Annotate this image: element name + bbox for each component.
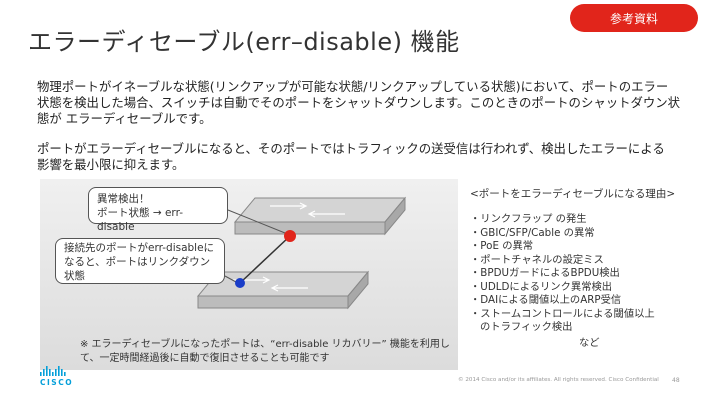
linked-port-icon <box>235 278 245 288</box>
page-title: エラーディセーブル(err–disable) 機能 <box>28 28 460 56</box>
error-port-icon <box>284 230 296 242</box>
link-line <box>239 235 291 284</box>
reason-item: ・BPDUガードによるBPDU検出 <box>470 267 620 279</box>
callout2-pointer <box>224 275 237 283</box>
recovery-note: ※ エラーディセーブルになったポートは、“err-disable リカバリー” … <box>80 338 450 366</box>
intro-line: 状態を検出した場合、スイッチは自動でそのポートをシャットダウンします。このときの… <box>37 95 681 110</box>
intro-line: 物理ポートがイネーブルな状態(リンクアップが可能な状態/リンクアップしている状態… <box>37 79 669 94</box>
reason-item: ・GBIC/SFP/Cable の異常 <box>470 226 595 239</box>
note-line: ※ エラーディセーブルになったポートは、“err-disable リカバリー” … <box>80 339 450 350</box>
reasons-etc: など <box>579 337 600 349</box>
reason-item: ・リンクフラップ の発生 <box>470 213 587 225</box>
link-down-callout: 接続先のポートがerr-disableに なると、ポートはリンクダウン 状態 <box>55 238 225 284</box>
effect-line: ポートがエラーディセーブルになると、そのポートではトラフィックの送受信は行われず… <box>37 141 665 156</box>
intro-paragraph: 物理ポートがイネーブルな状態(リンクアップが可能な状態/リンクアップしている状態… <box>37 79 687 127</box>
callout1-pointer <box>227 209 286 234</box>
page-number: 48 <box>672 377 680 384</box>
switch-top-icon <box>233 196 407 236</box>
effect-line: 影響を最小限に抑えます。 <box>37 157 185 172</box>
note-line: て、一定時間経過後に自動で復旧させることも可能です <box>80 353 330 364</box>
callout-line: 接続先のポートがerr-disableに <box>64 242 215 254</box>
reasons-title: <ポートをエラーディセーブルになる理由> <box>470 188 676 200</box>
callout-line: ポート状態 → err-disable <box>97 207 183 233</box>
intro-line: 態が エラーディセーブルです。 <box>37 111 212 126</box>
callout-line: なると、ポートはリンクダウン <box>64 256 211 268</box>
cisco-logo-icon <box>40 366 66 376</box>
reason-item: ・UDLDによるリンク異常検出 <box>470 280 613 293</box>
reason-item: ・PoE の異常 <box>470 240 534 252</box>
reason-item-continued: のトラフィック検出 <box>480 321 573 333</box>
copyright: © 2014 Cisco and/or its affiliates. All … <box>458 377 659 383</box>
reference-badge: 参考資料 <box>570 4 698 32</box>
callout-line: 異常検出！ <box>97 193 150 205</box>
effect-paragraph: ポートがエラーディセーブルになると、そのポートではトラフィックの送受信は行われず… <box>37 141 687 173</box>
callout-line: 状態 <box>64 270 85 282</box>
cisco-logo-text: CISCO <box>40 378 74 387</box>
reasons-list: ・リンクフラップ の発生・GBIC/SFP/Cable の異常・PoE の異常・… <box>470 213 685 335</box>
reason-item: ・ストームコントロールによる閾値以上 <box>470 307 655 320</box>
reason-item: ・DAIによる閾値以上のARP受信 <box>470 294 622 306</box>
error-detect-callout: 異常検出！ ポート状態 → err-disable <box>88 187 228 233</box>
reason-item: ・ポートチャネルの設定ミス <box>470 253 604 266</box>
